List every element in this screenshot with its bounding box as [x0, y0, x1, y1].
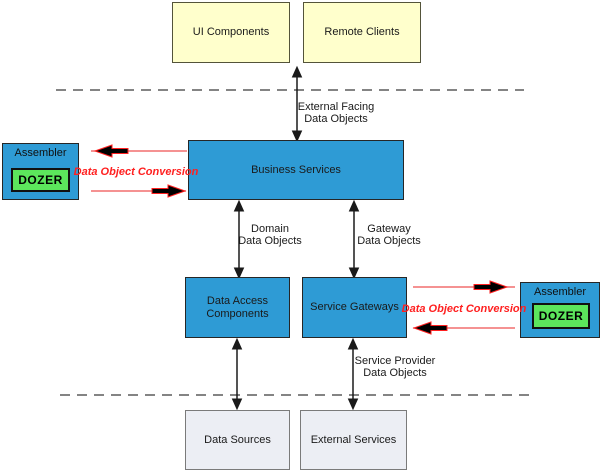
dozer-right-box: DOZER [532, 303, 590, 329]
arrow-domain-data-objects [233, 199, 245, 280]
conversion-arrow-right-bottom [412, 321, 515, 335]
remote-clients-box: Remote Clients [303, 2, 421, 63]
assembler-right-box: Assembler DOZER [520, 282, 600, 338]
assembler-left-box: Assembler DOZER [2, 143, 79, 200]
conversion-arrow-left-top [91, 144, 187, 158]
external-services-box: External Services [300, 410, 407, 470]
arrow-gateways-externalservices [347, 337, 359, 411]
arrow-gateway-data-objects [348, 199, 360, 280]
data-sources-box: Data Sources [185, 410, 290, 470]
service-provider-data-objects-label: Service Provider Data Objects [354, 355, 436, 379]
arrow-dataaccess-datasources [231, 337, 243, 411]
ui-components-box: UI Components [172, 2, 290, 63]
data-access-components-box: Data Access Components [185, 277, 290, 338]
external-facing-data-objects-label: External Facing Data Objects [297, 101, 375, 125]
assembler-right-title: Assembler [534, 286, 586, 298]
conversion-arrow-left-bottom [91, 184, 187, 198]
dozer-left-box: DOZER [11, 168, 70, 192]
service-gateways-box: Service Gateways [302, 277, 407, 338]
conversion-arrow-right-top [413, 280, 515, 294]
domain-data-objects-label: Domain Data Objects [238, 223, 302, 247]
assembler-left-title: Assembler [14, 147, 67, 159]
data-object-conversion-left-label: Data Object Conversion [73, 166, 199, 178]
gateway-data-objects-label: Gateway Data Objects [357, 223, 421, 247]
data-object-conversion-right-label: Data Object Conversion [401, 303, 527, 315]
business-services-box: Business Services [188, 140, 404, 200]
arrow-clients-business [291, 65, 303, 143]
